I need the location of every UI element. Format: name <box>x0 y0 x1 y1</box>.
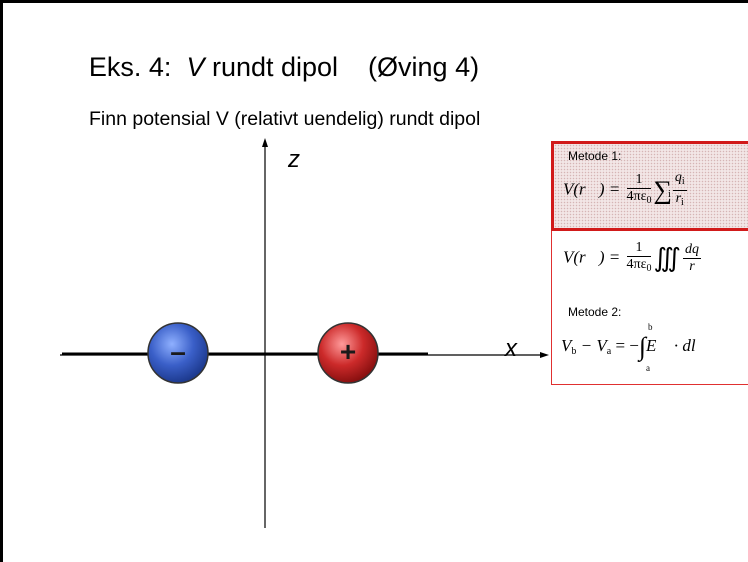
sum-index: i <box>668 189 671 201</box>
sum-term-den: r <box>675 191 682 206</box>
integral-lower-limit: a <box>646 363 650 373</box>
z-axis-label: z <box>288 146 300 173</box>
line-rhs: = − <box>611 335 639 355</box>
z-axis-arrow <box>262 138 268 147</box>
sum-term-num-sub: i <box>681 176 685 187</box>
int-term-num: dq <box>682 242 701 259</box>
slide-border-top <box>0 0 748 3</box>
line-body: E⃗ · dl⃗ <box>646 335 709 355</box>
method1-box <box>551 141 748 231</box>
sum-term-num: q <box>674 170 682 185</box>
sum-coefficient-den-sub: 0 <box>646 195 652 206</box>
negative-charge <box>147 322 209 384</box>
line-minus: − V <box>576 335 607 355</box>
formula-line-integral: Vb − Va = −∫E⃗ · dl⃗ <box>561 332 709 362</box>
int-lhs: V(r⃗) = <box>563 247 625 267</box>
integral-upper-limit: b <box>648 322 653 332</box>
int-coefficient-num: 1 <box>626 240 652 257</box>
line-lhs-sub: b <box>571 345 577 357</box>
slide-title: Eks. 4: V rundt dipol (Øving 4) <box>0 52 568 83</box>
line-lhs: V <box>561 335 572 355</box>
x-axis-label: x <box>505 335 517 362</box>
sum-lhs: V(r⃗) = <box>563 179 625 199</box>
method1-label: Metode 1: <box>568 149 622 163</box>
sum-coefficient-num: 1 <box>626 172 652 189</box>
slide-subtitle: Finn potensial V (relativt uendelig) run… <box>89 108 481 130</box>
int-coefficient-den-sub: 0 <box>646 263 652 274</box>
int-term-den: r <box>689 259 695 274</box>
sum-term-den-sub: i <box>681 197 684 208</box>
method2-label: Metode 2: <box>568 305 622 319</box>
title-variable: V <box>186 52 205 82</box>
line-integral-symbol: ∫ <box>638 332 647 361</box>
positive-charge-sign: + <box>339 336 357 367</box>
sum-symbol: ∑ <box>653 175 673 205</box>
positive-charge <box>317 322 379 384</box>
negative-charge-sign: – <box>170 336 186 367</box>
sum-coefficient-den: 4πε <box>626 189 647 204</box>
slide-border-left <box>0 0 3 562</box>
triple-integral-symbol: ∭ <box>653 243 681 273</box>
x-axis-arrow <box>540 352 549 358</box>
title-rest: rundt dipol (Øving 4) <box>204 52 480 82</box>
title-prefix: Eks. 4: <box>88 52 187 82</box>
int-coefficient-den: 4πε <box>626 257 647 272</box>
line-minus-sub: a <box>606 345 612 357</box>
